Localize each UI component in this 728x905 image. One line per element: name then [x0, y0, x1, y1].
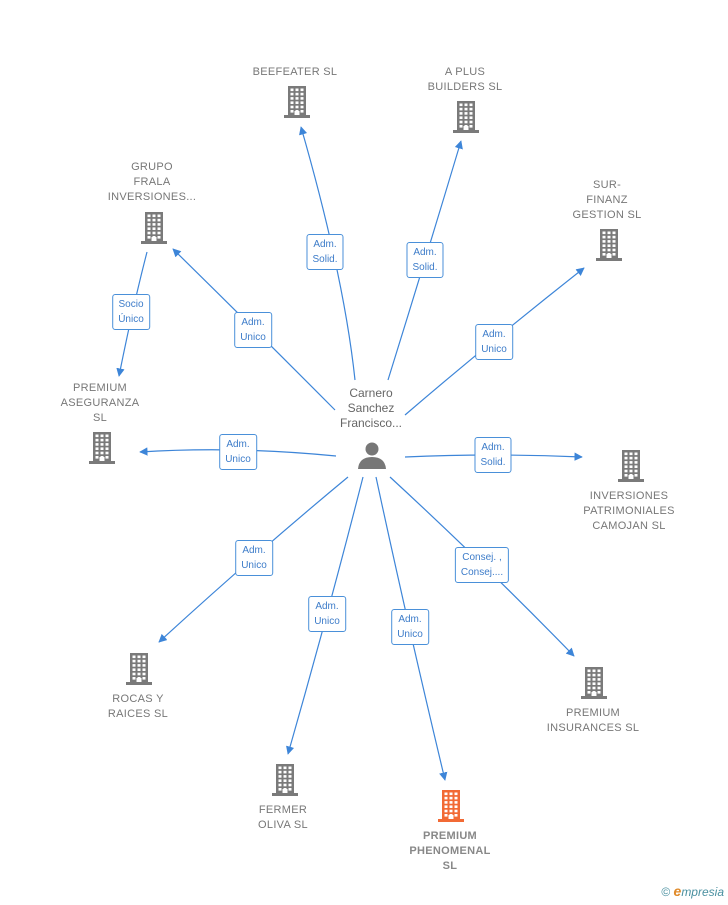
relation-label-fermer[interactable]: Adm. Unico — [308, 596, 346, 632]
building-icon-phenomenal[interactable] — [438, 790, 464, 822]
copyright-symbol: © — [661, 885, 671, 899]
building-icon-fermer[interactable] — [272, 764, 298, 796]
building-icon-insurances[interactable] — [581, 667, 607, 699]
building-icon-surfinanz[interactable] — [596, 229, 622, 261]
relation-label-insurances[interactable]: Consej. , Consej.... — [454, 547, 510, 583]
company-name-beefeater[interactable]: BEEFEATER SL — [252, 66, 338, 78]
building-icon-aseguranza[interactable] — [89, 432, 115, 464]
person-icon[interactable] — [358, 442, 386, 470]
company-name-insurances[interactable]: PREMIUM INSURANCES SL — [546, 707, 640, 734]
building-icon-rocas[interactable] — [126, 653, 152, 685]
company-name-frala[interactable]: GRUPO FRALA INVERSIONES... — [107, 161, 197, 203]
relation-label-aseguranza[interactable]: Socio Único — [112, 294, 150, 330]
building-icon-aplus[interactable] — [453, 101, 479, 133]
person-name[interactable]: Carnero Sanchez Francisco... — [339, 386, 403, 430]
relation-label-phenomenal[interactable]: Adm. Unico — [391, 609, 429, 645]
company-name-phenomenal[interactable]: PREMIUM PHENOMENAL SL — [409, 830, 491, 872]
relation-label-frala[interactable]: Adm. Unico — [234, 312, 272, 348]
company-name-fermer[interactable]: FERMER OLIVA SL — [258, 804, 308, 831]
relation-label-aseguranza[interactable]: Adm. Unico — [219, 434, 257, 470]
footer-brand[interactable]: © empresia — [661, 883, 724, 899]
building-icon-frala[interactable] — [141, 212, 167, 244]
relation-label-camojan[interactable]: Adm. Solid. — [474, 437, 512, 473]
company-name-aplus[interactable]: A PLUS BUILDERS SL — [427, 66, 503, 93]
company-name-rocas[interactable]: ROCAS Y RAICES SL — [107, 693, 169, 720]
company-name-surfinanz[interactable]: SUR- FINANZ GESTION SL — [572, 179, 642, 221]
brand-name: mpresia — [681, 885, 724, 899]
company-name-aseguranza[interactable]: PREMIUM ASEGURANZA SL — [60, 382, 140, 424]
relation-label-aplus[interactable]: Adm. Solid. — [406, 242, 444, 278]
brand-initial: e — [673, 883, 682, 899]
relation-label-rocas[interactable]: Adm. Unico — [235, 540, 273, 576]
building-icon-camojan[interactable] — [618, 450, 644, 482]
relation-label-beefeater[interactable]: Adm. Solid. — [306, 234, 344, 270]
relation-label-surfinanz[interactable]: Adm. Unico — [475, 324, 513, 360]
company-name-camojan[interactable]: INVERSIONES PATRIMONIALES CAMOJAN SL — [583, 490, 675, 532]
building-icon-beefeater[interactable] — [284, 86, 310, 118]
